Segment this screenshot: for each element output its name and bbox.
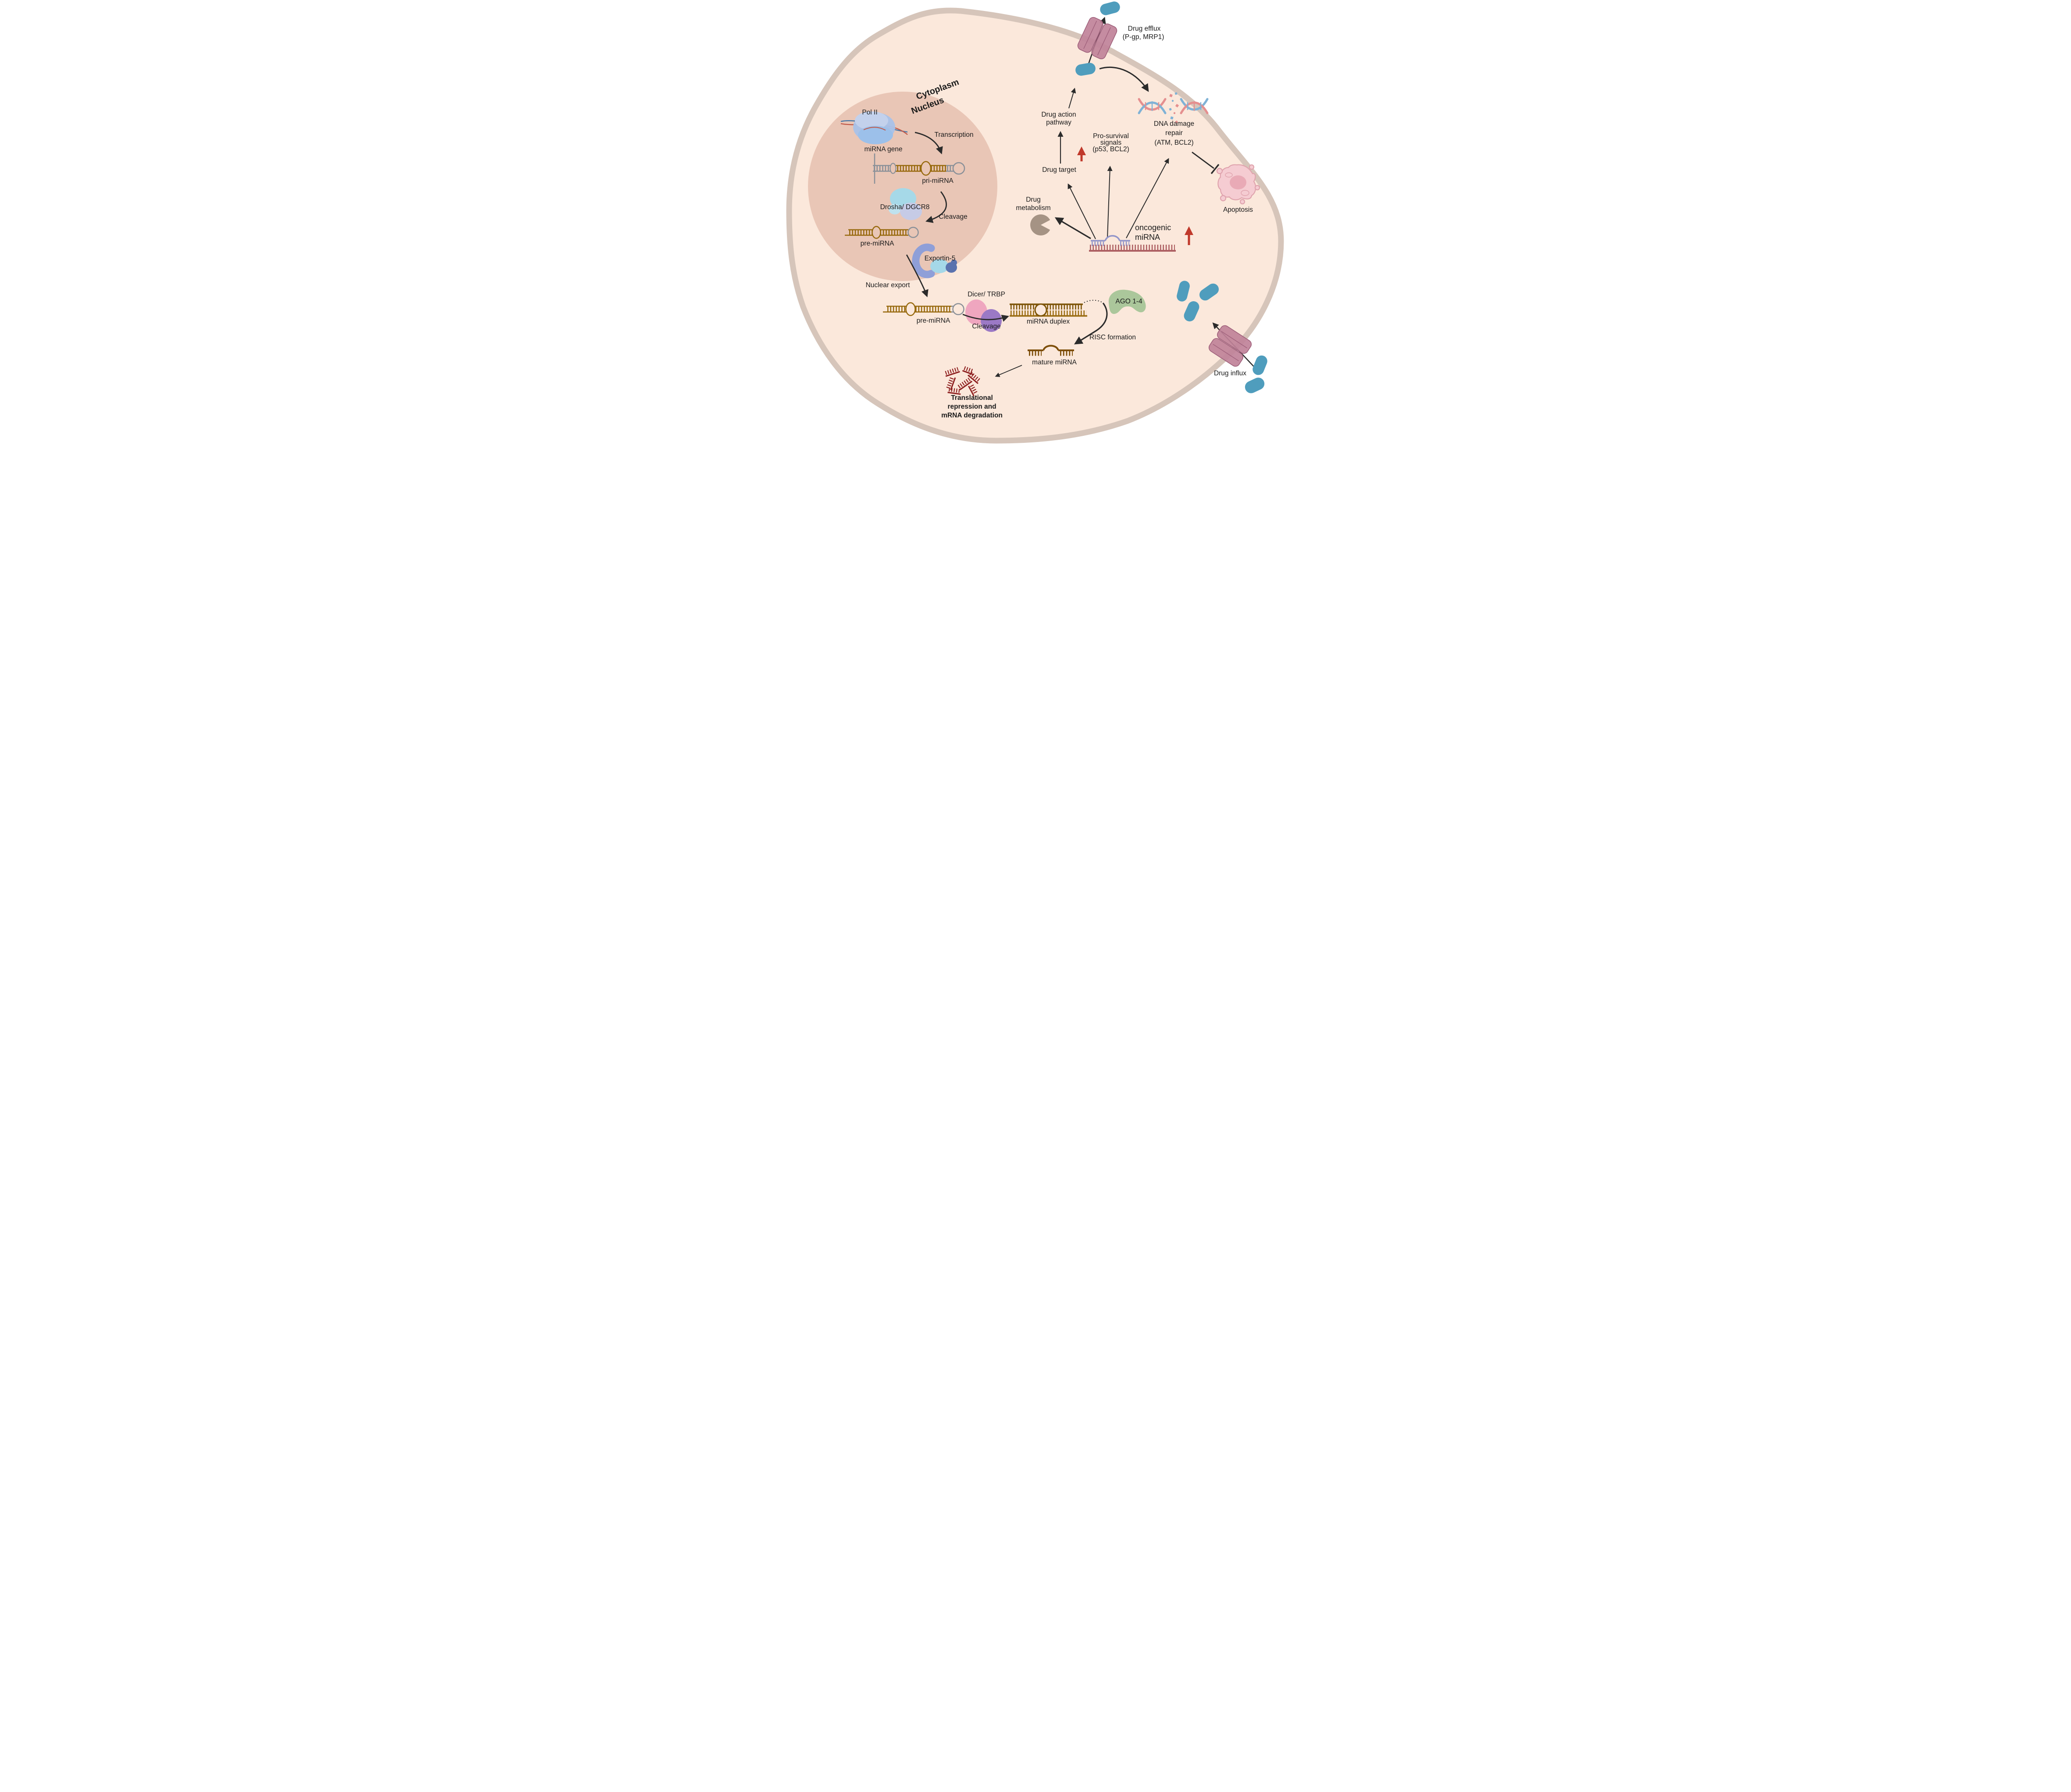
svg-text:miRNA: miRNA: [1135, 233, 1160, 242]
polii-top-lobe: [854, 111, 888, 130]
pre-mirna-cytoplasm-icon: [882, 302, 964, 316]
influx-pump: [1208, 325, 1252, 367]
svg-text:(P-gp, MRP1): (P-gp, MRP1): [1122, 33, 1164, 41]
drug-pills-cluster: [1176, 281, 1219, 322]
pri-mirna-label: pri-miRNA: [922, 177, 954, 185]
svg-text:oncogenic: oncogenic: [1135, 223, 1171, 232]
mirna-duplex-label: miRNA duplex: [1026, 318, 1069, 325]
apoptosis-label: Apoptosis: [1223, 206, 1253, 214]
cleavage-arrow-nucleus: [925, 191, 947, 223]
mirna-gene-label: miRNA gene: [864, 146, 902, 153]
mature-mirna-icon: [1027, 345, 1074, 356]
drug-action-label: Drug action pathway: [1041, 111, 1076, 126]
pre-mirna-nucleus-label: pre-miRNA: [860, 240, 894, 247]
svg-text:Drug action: Drug action: [1041, 111, 1076, 118]
drug-to-dna-arrow: [1099, 66, 1149, 92]
mirna-duplex-icon: [1009, 303, 1087, 317]
svg-text:signals: signals: [1100, 139, 1121, 146]
svg-text:metabolism: metabolism: [1016, 204, 1050, 212]
svg-text:Drug: Drug: [1026, 196, 1041, 203]
mirna-to-prosurvival-arrow: [1107, 166, 1113, 239]
dicer-trbp-icon: [965, 299, 1002, 332]
mrna-fragments: [944, 366, 981, 397]
repression-arrow: [995, 365, 1022, 377]
transcription-arrow: [915, 132, 943, 154]
nucleus-shape: [808, 92, 997, 281]
cleavage-label-cytoplasm: Cleavage: [972, 323, 1001, 330]
svg-text:mRNA degradation: mRNA degradation: [941, 412, 1003, 419]
mirna-drug-resistance-figure: Cytoplasm Nucleus Pol II miRNA gene Tran…: [777, 0, 1295, 448]
pri-mirna-icon: [872, 153, 965, 184]
svg-text:Pro-survival: Pro-survival: [1093, 132, 1129, 140]
nuclear-export-arrow: [906, 254, 929, 297]
pol-ii-complex: [840, 111, 908, 144]
mirna-to-target-arrow: [1068, 183, 1096, 239]
svg-text:(ATM, BCL2): (ATM, BCL2): [1154, 139, 1193, 146]
mirna-to-metabolism-arrow: [1054, 217, 1091, 239]
mirna-to-dnarepair-arrow: [1125, 158, 1169, 239]
action-to-drug-arrow: [1068, 88, 1076, 109]
drug-target-label: Drug target: [1042, 166, 1076, 174]
pre-mirna-cytoplasm-label: pre-miRNA: [916, 317, 950, 324]
dna-damage-icon: [1138, 92, 1208, 124]
apoptosis-cell-icon: [1216, 164, 1260, 205]
ago-icon: [1108, 289, 1146, 314]
dna-break-fragments: [1168, 92, 1179, 124]
svg-text:repression and: repression and: [947, 403, 996, 410]
drug-pill-effluxed: [1100, 1, 1120, 15]
efflux-pump: [1077, 17, 1117, 60]
nuclear-export-label: Nuclear export: [865, 281, 910, 289]
dicer-label: Dicer/ TRBP: [968, 291, 1005, 298]
pro-survival-label: Pro-survival signals (p53, BCL2): [1092, 132, 1129, 153]
ago-label: AGO 1-4: [1115, 298, 1142, 305]
svg-text:Translational: Translational: [951, 394, 993, 402]
drug-metabolism-label: Drug metabolism: [1016, 196, 1050, 212]
oncogenic-mirna-label: oncogenic miRNA: [1135, 223, 1171, 242]
repression-label: Translational repression and mRNA degrad…: [941, 394, 1003, 419]
polii-bottom-lobe: [858, 126, 893, 144]
metabolism-enzyme-icon: [1030, 214, 1050, 235]
cleavage-arrow-cytoplasm: [962, 314, 1009, 322]
drosha-dgcr8-icon: [888, 188, 922, 220]
transcription-label: Transcription: [934, 131, 973, 139]
svg-text:repair: repair: [1165, 129, 1183, 137]
exportin-5-icon: [911, 243, 957, 278]
drug-pill-intracellular: [1075, 63, 1096, 76]
drug-influx-label: Drug influx: [1213, 370, 1246, 377]
svg-text:pathway: pathway: [1046, 119, 1071, 126]
apoptosis-inhibition-tbar: [1191, 151, 1219, 175]
pre-mirna-nucleus-icon: [844, 226, 919, 239]
mature-mirna-label: mature miRNA: [1032, 359, 1077, 366]
drug-efflux-label: Drug efflux (P-gp, MRP1): [1122, 25, 1164, 41]
risc-arrow: [1074, 303, 1108, 345]
svg-text:(p53, BCL2): (p53, BCL2): [1092, 146, 1129, 153]
dna-repair-label: DNA damage repair (ATM, BCL2): [1153, 120, 1194, 146]
svg-text:Drug efflux: Drug efflux: [1128, 25, 1160, 32]
nascent-rna: [863, 127, 886, 131]
risc-label: RISC formation: [1089, 334, 1136, 341]
drug-pills-extracellular: [1245, 355, 1267, 393]
risc-arrow-dotted: [1084, 299, 1102, 303]
svg-text:DNA damage: DNA damage: [1153, 120, 1194, 128]
exportin-label: Exportin-5: [924, 255, 955, 262]
pol-ii-label: Pol II: [862, 109, 877, 116]
oncogenic-mirna-icon: [1089, 235, 1176, 252]
cleavage-label-nucleus: Cleavage: [939, 213, 968, 221]
drosha-label: Drosha/ DGCR8: [880, 203, 929, 211]
